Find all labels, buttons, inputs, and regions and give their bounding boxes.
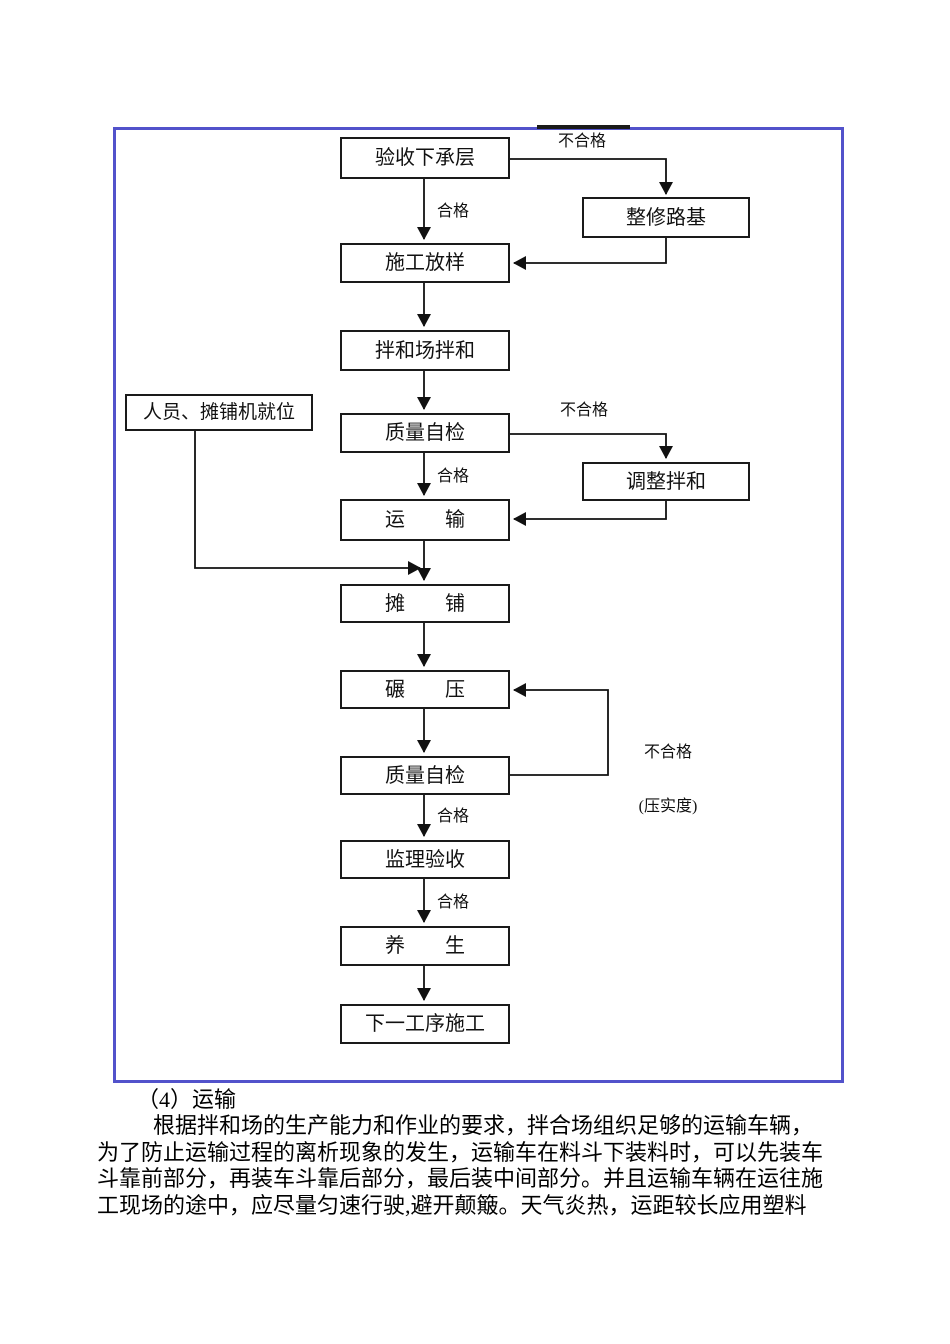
edge-label-pass-2: 合格 xyxy=(437,468,470,485)
edge-label-fail-compaction: 不合格 (压实度) xyxy=(626,708,710,852)
edge-label-fail-top: 不合格 xyxy=(558,133,607,150)
paragraph-line: 工现场的途中，应尽量匀速行驶,避开颠簸。天气炎热，运距较长应用塑料 xyxy=(97,1192,807,1218)
edge-label-pass-1: 合格 xyxy=(437,203,470,220)
flow-node-quality-self-check-1: 质量自检 xyxy=(340,413,510,453)
flow-node-rolling: 碾 压 xyxy=(340,670,510,709)
flow-node-transport: 运 输 xyxy=(340,499,510,541)
section-heading: （4）运输 xyxy=(137,1087,237,1112)
flow-node-accept-subbase: 验收下承层 xyxy=(340,137,510,179)
paragraph-line: 根据拌和场的生产能力和作业的要求，拌合场组织足够的运输车辆， xyxy=(153,1113,814,1138)
flow-node-repair-roadbed: 整修路基 xyxy=(582,197,750,238)
flow-node-adjust-mixing: 调整拌和 xyxy=(582,462,750,501)
flow-node-quality-self-check-2: 质量自检 xyxy=(340,756,510,795)
edge-label-fail-compaction-line1: 不合格 xyxy=(643,744,692,761)
edge-label-pass-4: 合格 xyxy=(437,894,470,911)
frame-top-black-segment xyxy=(537,125,630,129)
flow-node-paving: 摊 铺 xyxy=(340,584,510,623)
flow-node-supervisor-acceptance: 监理验收 xyxy=(340,840,510,879)
flow-node-next-process: 下一工序施工 xyxy=(340,1004,510,1044)
body-text: （4）运输 根据拌和场的生产能力和作业的要求，拌合场组织足够的运输车辆， 为了防… xyxy=(97,1086,863,1219)
edge-label-pass-3: 合格 xyxy=(437,808,470,825)
flow-node-crew-paver-in-place: 人员、摊铺机就位 xyxy=(125,394,313,431)
edge-label-fail-mid: 不合格 xyxy=(560,402,609,419)
paragraph-line: 斗靠前部分，再装车斗靠后部分，最后装中间部分。并且运输车辆在运往施 xyxy=(97,1166,824,1192)
flow-node-construction-layout: 施工放样 xyxy=(340,243,510,283)
flow-node-plant-mixing: 拌和场拌和 xyxy=(340,330,510,371)
edge-label-fail-compaction-line2: (压实度) xyxy=(638,798,698,815)
flow-node-curing: 养 生 xyxy=(340,926,510,966)
paragraph-line: 为了防止运输过程的离析现象的发生，运输车在料斗下装料时，可以先装车 xyxy=(97,1139,824,1165)
